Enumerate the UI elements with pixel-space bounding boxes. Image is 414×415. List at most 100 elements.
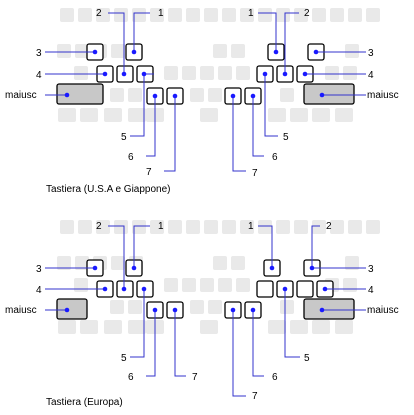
callout-line [284,289,300,358]
callout-line [174,310,186,377]
keyboard-key [168,8,182,22]
keyboard-key [57,256,71,270]
callout-line [264,74,278,137]
callout-dot [131,265,137,271]
keyboard-key [366,8,380,22]
highlighted-key [296,280,314,298]
keyboard-key [190,88,204,102]
keyboard-key [164,278,178,292]
keyboard-key [290,320,308,334]
callout-line [258,225,273,268]
callout-line [130,73,154,137]
keyboard-key [96,220,110,234]
keyboard-key [236,66,250,80]
keyboard-key [75,256,89,270]
keyboard-key [200,108,218,122]
callout-line [252,96,264,157]
keyboard-key [80,108,98,122]
callout-dot [269,265,275,271]
callout-line [164,96,176,172]
shift-key-right [303,298,355,320]
keyboard-key [218,278,232,292]
keyboard-key [80,320,98,334]
callout-line [146,96,156,157]
callout-label: 6 [128,372,134,383]
keyboard-key [204,220,218,234]
callout-label: maiusc [5,305,37,316]
keyboard-key [258,8,272,22]
keyboard-key [231,256,245,270]
keyboard-key [236,278,250,292]
keyboard-key [343,278,357,292]
keyboard-key [276,220,290,234]
callout-label: 2 [304,8,310,19]
callout-label: 5 [283,132,289,143]
keyboard-key [190,300,204,314]
callout-line [232,96,246,172]
callout-label: 6 [272,372,278,383]
keyboard-key [348,8,362,22]
keyboard-key [204,8,218,22]
callout-dot [152,93,158,99]
callout-label: 5 [121,353,127,364]
keyboard-key [268,320,286,334]
keyboard-key [312,8,326,22]
shift-key-left [56,298,88,320]
callout-label: maiusc [367,90,399,101]
keyboard-key [312,320,330,334]
callout-dot [230,307,236,313]
callout-line [133,12,150,52]
keyboard-key [128,320,146,334]
callout-line [258,12,277,52]
callout-dot [302,71,308,77]
keyboard-key [325,66,339,80]
callout-label: 6 [272,152,278,163]
keyboard-key [186,8,200,22]
keyboard-key [128,88,142,102]
callout-label: 1 [248,8,254,19]
callout-line [252,310,264,377]
keyboard-key [58,108,76,122]
keyboard-key [348,220,362,234]
keyboard-key [78,220,92,234]
keyboard-key [312,108,330,122]
callout-label: 7 [252,391,258,402]
keyboard-key [104,108,122,122]
keyboard-key [335,320,353,334]
keyboard-key [240,220,254,234]
callout-dot [319,92,325,98]
callout-dot [250,93,256,99]
callout-label: 1 [158,8,164,19]
callout-dot [121,286,127,292]
keyboard-key [200,66,214,80]
callout-label: 3 [368,264,374,275]
keyboard-key [222,8,236,22]
keyboard-key [168,220,182,234]
keyboard-key [343,66,357,80]
keyboard-key [114,8,128,22]
keyboard-key [330,220,344,234]
keyboard-key [110,88,124,102]
callout-label: 4 [36,285,42,296]
keyboard-key [345,44,359,58]
callout-label: 4 [368,285,374,296]
callout-dots [64,49,328,313]
callout-lines [45,12,366,397]
keyboard-keys [56,8,380,334]
callout-line [108,12,125,74]
callout-line [108,225,125,289]
callout-label: 1 [248,221,254,232]
keyboard-key [294,8,308,22]
keyboard-key [312,220,326,234]
keyboard-key [111,44,125,58]
callout-dot [64,307,70,313]
callout-dot [152,307,158,313]
keyboard-key [335,108,353,122]
keyboard-key [128,300,142,314]
highlighted-key [256,280,274,298]
callout-label: 7 [252,168,258,179]
callout-dot [313,49,319,55]
keyboard-key [75,44,89,58]
keyboard-key [58,320,76,334]
callout-dot [92,265,98,271]
